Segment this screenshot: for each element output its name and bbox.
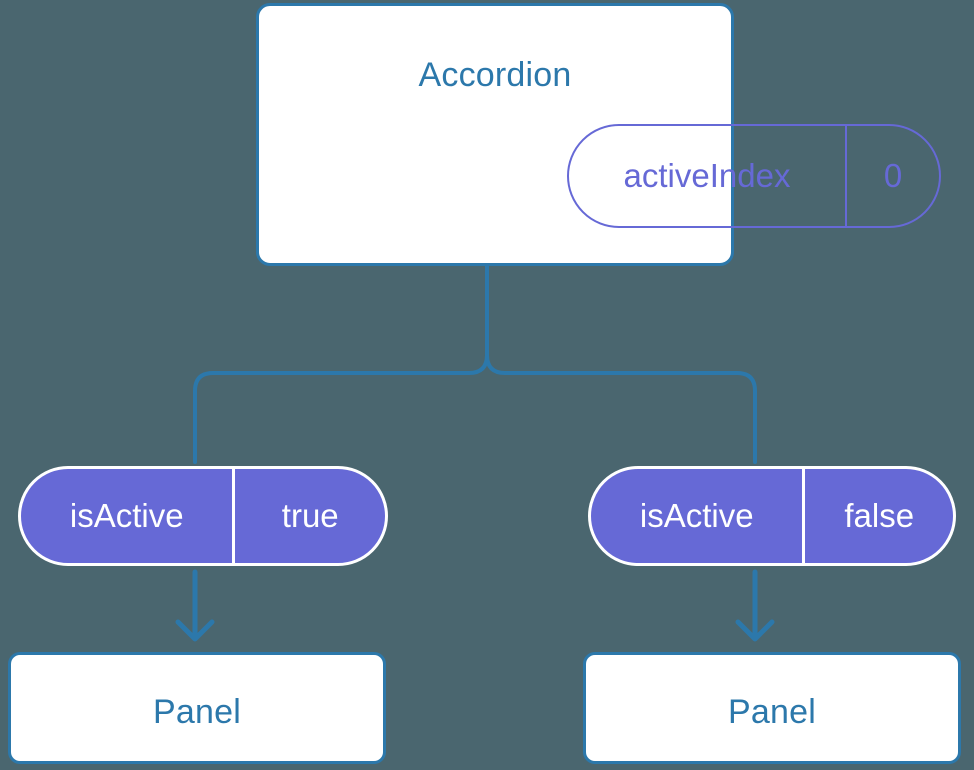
accordion-title: Accordion — [418, 56, 572, 94]
panel-title: Panel — [728, 693, 816, 731]
prop-badge-value: true — [232, 469, 385, 563]
prop-badge-value: false — [802, 469, 953, 563]
left-arrow-head-icon — [175, 619, 215, 642]
panel-component-card-left[interactable]: Panel — [8, 652, 386, 764]
right-arrow-head-icon — [735, 619, 775, 642]
prop-badge-value: 0 — [845, 126, 939, 226]
accordion-component-card[interactable]: Accordion activeIndex 0 — [256, 3, 941, 266]
panel-component-card-right[interactable]: Panel — [583, 652, 961, 764]
prop-badge-key: activeIndex — [623, 157, 791, 194]
prop-badge-is-active-true[interactable]: isActive true — [18, 466, 388, 566]
panel-title: Panel — [153, 693, 241, 731]
prop-badge-key: isActive — [639, 497, 754, 534]
root-fork-connector-right — [485, 264, 757, 464]
prop-badge-active-index[interactable]: activeIndex 0 — [567, 124, 941, 228]
prop-badge-key: isActive — [69, 497, 184, 534]
prop-badge-is-active-false[interactable]: isActive false — [588, 466, 956, 566]
root-fork-connector — [193, 264, 489, 464]
